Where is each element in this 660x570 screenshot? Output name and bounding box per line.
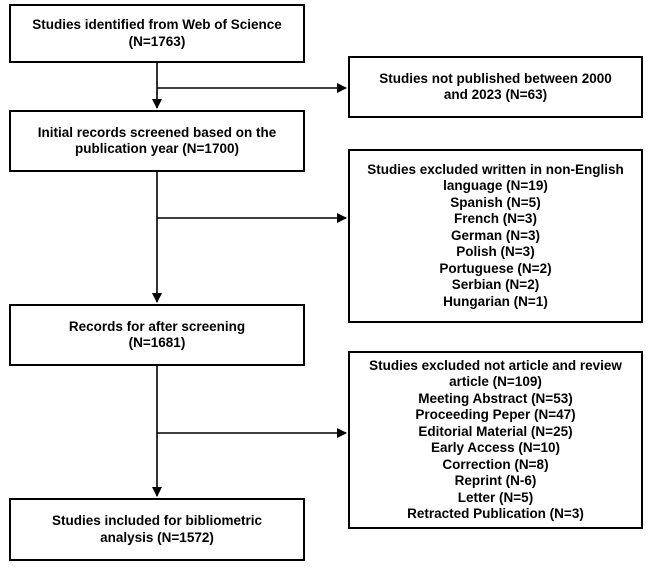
box-excluded-language: Studies excluded written in non-English …: [348, 149, 643, 323]
box-excluded-years-line-1: Studies not published between 2000: [379, 70, 612, 86]
box-identified: Studies identified from Web of Science (…: [9, 4, 305, 63]
box-after-screening-line-2: (N=1681): [128, 335, 186, 350]
box-excluded-language-line-1: Studies excluded written in non-English: [367, 161, 624, 177]
box-initial-screened: Initial records screened based on the pu…: [9, 110, 305, 172]
box-excluded-doctype-line-10: Retracted Publication (N=3): [407, 506, 584, 521]
box-included: Studies included for bibliometric analys…: [9, 498, 305, 561]
box-excluded-language-line-9: Hungarian (N=1): [443, 293, 548, 309]
box-initial-screened-line-2: publication year (N=1700): [75, 141, 239, 156]
box-excluded-language-line-5: German (N=3): [451, 227, 540, 243]
box-excluded-doctype: Studies excluded not article and review …: [348, 351, 643, 529]
box-identified-line-1: Studies identified from Web of Science: [32, 17, 282, 32]
box-excluded-doctype-line-1: Studies excluded not article and review: [369, 357, 622, 373]
box-excluded-doctype-line-2: article (N=109): [449, 374, 542, 389]
box-included-line-1: Studies included for bibliometric: [51, 513, 263, 528]
box-after-screening-line-1: Records for after screening: [68, 318, 246, 334]
box-initial-screened-line-1: Initial records screened based on the: [37, 124, 277, 140]
box-excluded-language-line-8: Serbian (N=2): [451, 277, 540, 293]
box-after-screening: Records for after screening (N=1681): [9, 304, 305, 366]
box-excluded-doctype-line-3: Meeting Abstract (N=53): [418, 390, 573, 406]
box-excluded-years-line-2: and 2023 (N=63): [443, 87, 548, 102]
box-excluded-doctype-line-7: Correction (N=8): [442, 456, 549, 472]
box-excluded-language-line-4: French (N=3): [454, 211, 537, 227]
box-excluded-doctype-line-5: Editorial Material (N=25): [418, 423, 573, 439]
box-excluded-years: Studies not published between 2000 and 2…: [348, 56, 643, 118]
box-identified-line-2: (N=1763): [128, 33, 186, 49]
box-excluded-doctype-line-4: Proceeding Peper (N=47): [415, 407, 576, 422]
box-excluded-doctype-line-9: Letter (N=5): [457, 489, 534, 505]
box-included-line-2: analysis (N=1572): [100, 529, 214, 545]
box-excluded-language-line-2: language (N=19): [443, 178, 548, 194]
box-excluded-language-line-3: Spanish (N=5): [450, 194, 541, 210]
box-excluded-doctype-line-8: Reprint (N-6): [454, 473, 537, 488]
box-excluded-language-line-7: Portuguese (N=2): [439, 260, 552, 276]
box-excluded-language-line-6: Polish (N=3): [456, 244, 535, 260]
box-excluded-doctype-line-6: Early Access (N=10): [431, 440, 560, 455]
